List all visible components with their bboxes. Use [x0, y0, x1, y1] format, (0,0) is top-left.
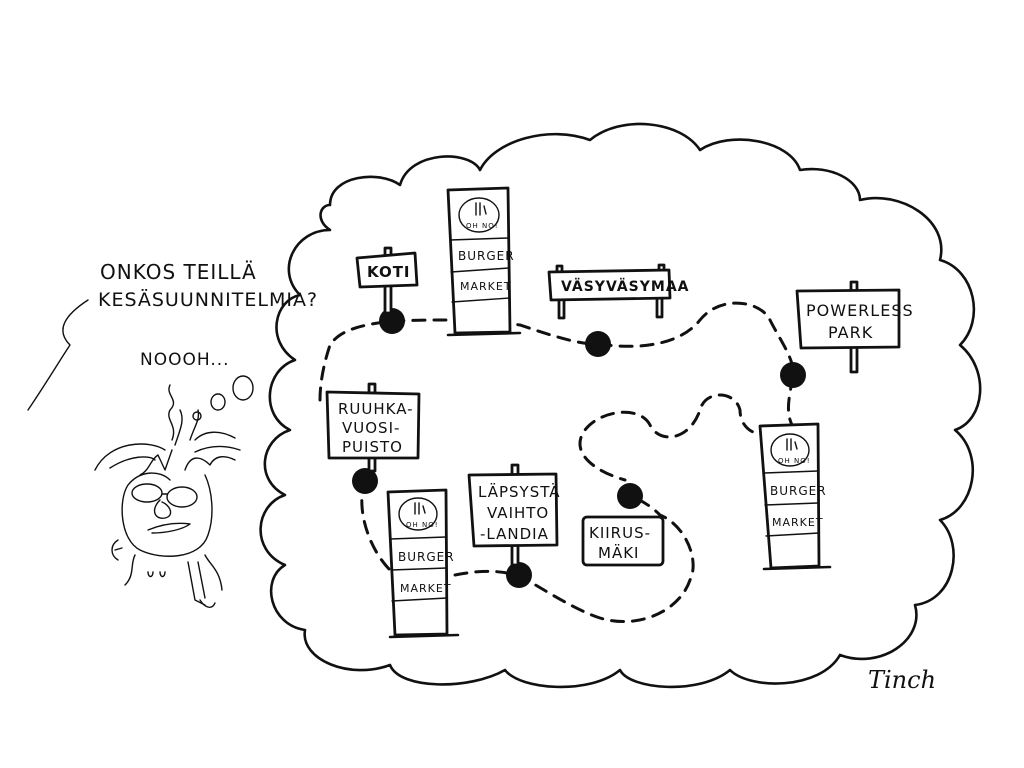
- route-stop-vasyvasymaa[interactable]: [585, 331, 611, 357]
- route-stop-ruuhkavuosipuisto[interactable]: [352, 468, 378, 494]
- artist-signature: Tinch: [868, 666, 936, 694]
- thought-bubble-large: [232, 375, 254, 401]
- sign-lapsysta-line1: LÄPSYSTÄ: [478, 482, 560, 501]
- sign-ruuhkavuosipuisto: RUUHKA- VUOSI- PUISTO: [325, 382, 421, 473]
- sign-kiirus-line1: KIIRUS-: [589, 524, 651, 542]
- burger-line1-bottom-left: BURGER: [398, 550, 455, 564]
- sign-powerless-line2: PARK: [828, 323, 873, 342]
- sign-vasyvasymaa: VÄSYVÄSYMAA: [547, 263, 689, 320]
- route-stop-lapsystavaihtolandia[interactable]: [506, 562, 532, 588]
- sign-powerless-park: POWERLESS PARK: [795, 280, 914, 374]
- sign-lapsysta-line2: VAIHTO: [487, 504, 549, 522]
- sign-kiirusmaki: KIIRUS- MÄKI: [581, 515, 665, 567]
- sign-lapsysta-line3: -LANDIA: [480, 525, 549, 543]
- burger-line1-right: BURGER: [770, 484, 827, 498]
- route-path: [318, 301, 795, 624]
- sign-lapsystavaihtolandia: LÄPSYSTÄ VAIHTO -LANDIA: [467, 463, 560, 567]
- character: [94, 384, 241, 608]
- thought-cloud: [259, 122, 982, 689]
- burger-line2-right: MARKET: [772, 516, 824, 529]
- route-stop-kiirusmaki[interactable]: [617, 483, 643, 509]
- burger-market-sign-top: OH NO! BURGER MARKET: [446, 186, 522, 337]
- burger-market-sign-bottom-left: OH NO! BURGER MARKET: [386, 488, 460, 639]
- burger-line2-bottom-left: MARKET: [400, 582, 452, 595]
- burger-badge-bottom-left: OH NO!: [406, 521, 439, 529]
- burger-market-sign-right: OH NO! BURGER MARKET: [758, 422, 832, 571]
- burger-badge-right: OH NO!: [778, 457, 811, 465]
- speech-question-line2: KESÄSUUNNITELMIA?: [98, 288, 318, 311]
- route-stop-koti[interactable]: [379, 308, 405, 334]
- thought-bubble-small: [192, 411, 202, 421]
- speech-answer: NOOOH...: [140, 350, 230, 370]
- sign-ruuhka-line2: VUOSI-: [342, 419, 400, 437]
- burger-line2-top: MARKET: [460, 280, 512, 293]
- thought-bubble-medium: [210, 393, 226, 411]
- sign-ruuhka-line3: PUISTO: [342, 438, 403, 456]
- burger-badge-top: OH NO!: [466, 222, 499, 230]
- sign-powerless-line1: POWERLESS: [806, 301, 914, 320]
- sign-ruuhka-line1: RUUHKA-: [338, 400, 414, 418]
- speech-tail: [27, 299, 89, 411]
- speech-question-line1: ONKOS TEILLÄ: [100, 260, 257, 284]
- sign-vasyvasymaa-label: VÄSYVÄSYMAA: [561, 278, 689, 295]
- route-stop-powerless-park[interactable]: [780, 362, 806, 388]
- sign-koti: KOTI: [355, 246, 419, 315]
- sign-koti-label: KOTI: [367, 263, 411, 281]
- sign-kiirus-line2: MÄKI: [598, 543, 639, 562]
- burger-line1-top: BURGER: [458, 249, 515, 263]
